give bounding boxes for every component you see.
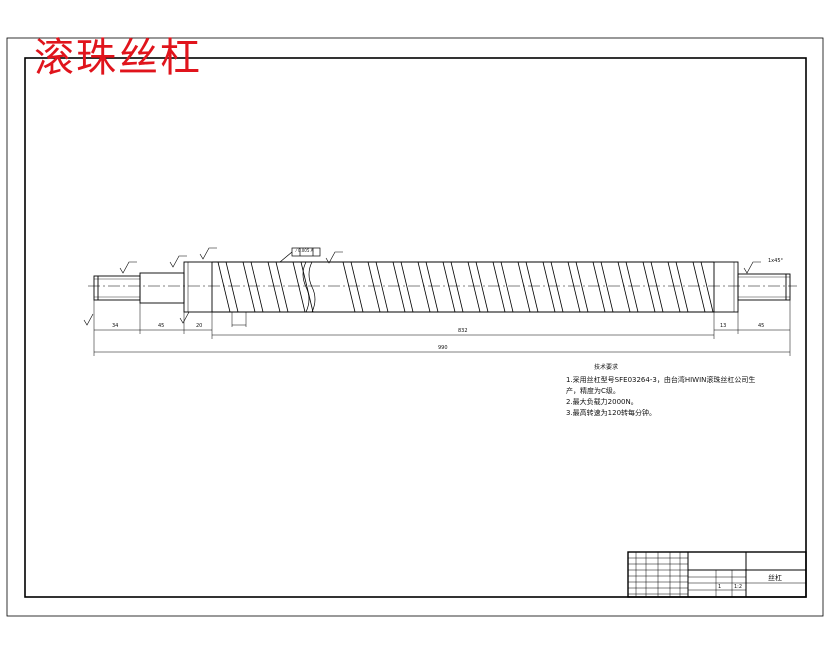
dimension-lines [93, 300, 791, 356]
dim-left-step: 45 [158, 323, 165, 329]
thread-line [400, 261, 414, 313]
dim-overall-length: 990 [438, 345, 448, 351]
thread-line [425, 261, 439, 313]
right-collar [713, 261, 739, 313]
sheet-value: 1 [718, 584, 722, 590]
thread-line [600, 261, 614, 313]
thread-line [367, 261, 381, 313]
dim-chamfer: 1x45° [768, 258, 784, 264]
thread-line [467, 261, 481, 313]
left-step [139, 272, 185, 304]
thread-line [225, 261, 239, 313]
thread-line [475, 261, 489, 313]
thread-line [350, 261, 364, 313]
thread-line [625, 261, 639, 313]
title-block-grid [628, 552, 688, 597]
thread-line [675, 261, 689, 313]
roughness-symbols [83, 247, 761, 326]
thread-line [342, 261, 356, 313]
note-line-2: 产，精度为C级。 [566, 387, 620, 395]
break-marks [302, 261, 316, 313]
thread-line [442, 261, 456, 313]
tolerance-frame [279, 247, 321, 263]
dim-left-collar: 20 [196, 323, 203, 329]
thread-line [250, 261, 264, 313]
thread-line [667, 261, 681, 313]
dim-left-end: 34 [112, 323, 119, 329]
thread-line [700, 261, 714, 313]
notes-title: 技术要求 [594, 364, 619, 371]
dim-right-step: 13 [720, 323, 727, 329]
thread-line [375, 261, 389, 313]
thread-line [517, 261, 531, 313]
left-end-journal [93, 275, 141, 301]
left-collar [183, 261, 213, 313]
part-name: 丝杠 [768, 574, 782, 582]
thread-line [592, 261, 606, 313]
right-end-journal [737, 273, 791, 301]
dim-right-end: 45 [758, 323, 765, 329]
thread-line [575, 261, 589, 313]
note-line-4: 3.最高转速为120转每分钟。 [566, 409, 657, 417]
stamp-title: 滚珠丝杠 [34, 35, 202, 81]
thread-line [292, 261, 306, 313]
thread-line [650, 261, 664, 313]
thread-line [642, 261, 656, 313]
thread-line [492, 261, 506, 313]
thread-line [417, 261, 431, 313]
tolerance-text: ⁄ 0.005 A [296, 248, 314, 253]
thread-helix [217, 261, 714, 313]
thread-line [567, 261, 581, 313]
thread-line [392, 261, 406, 313]
note-line-3: 2.最大负载力2000N。 [566, 398, 638, 406]
thread-line [267, 261, 281, 313]
screw-shaft [93, 261, 791, 313]
note-line-1: 1.采用丝杠型号SFE03264-3，由台湾HIWIN滚珠丝杠公司生 [566, 376, 756, 384]
thread-line [500, 261, 514, 313]
inner-border [24, 57, 807, 598]
dim-thread-length: 832 [458, 328, 468, 334]
thread-line [542, 261, 556, 313]
thread-line [217, 261, 231, 313]
thread-line [525, 261, 539, 313]
thread-line [242, 261, 256, 313]
thread-line [450, 261, 464, 313]
scale-value: 1:2 [734, 584, 743, 590]
thread-line [275, 261, 289, 313]
thread-line [300, 261, 314, 313]
title-block [627, 551, 807, 598]
thread-line [692, 261, 706, 313]
thread-line [550, 261, 564, 313]
thread-line [617, 261, 631, 313]
outer-border [6, 37, 824, 617]
